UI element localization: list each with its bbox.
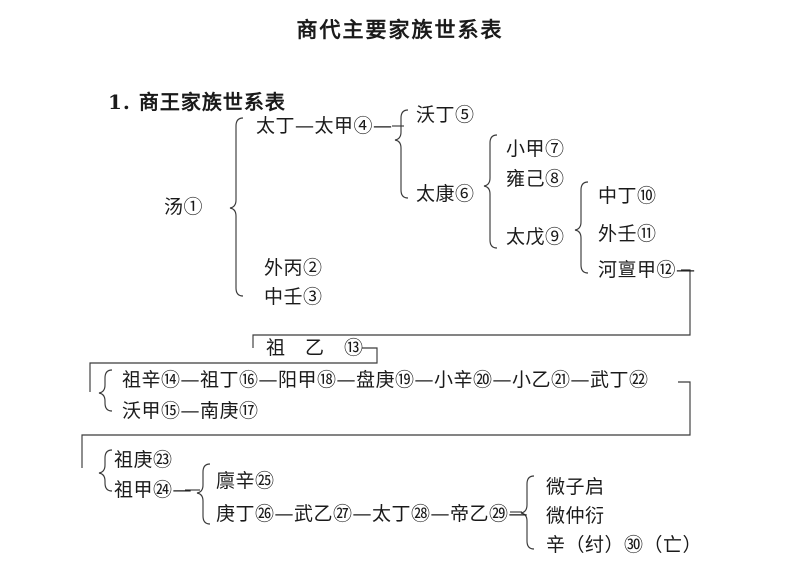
- node-taikang: 太康⑥: [416, 183, 475, 205]
- node-zugeng: 祖庚㉓: [114, 449, 173, 471]
- section-title: 1. 商王家族世系表: [108, 90, 286, 114]
- node-wojia-line: 沃甲⑮—南庚⑰: [122, 400, 259, 422]
- node-zhongding: 中丁⑩: [598, 185, 657, 207]
- node-zhongren: 中壬③: [264, 286, 323, 308]
- node-zuxin-line: 祖辛⑭—祖丁⑯—阳甲⑱—盘庚⑲—小辛⑳—小乙㉑—武丁㉒: [122, 369, 649, 391]
- node-weizhongyan: 微仲衍: [546, 505, 605, 527]
- node-woding: 沃丁⑤: [416, 104, 475, 126]
- node-zujia: 祖甲㉔—: [114, 479, 193, 501]
- node-hedanjia: 河亶甲⑫—: [598, 259, 696, 281]
- node-tang: 汤①: [164, 196, 204, 218]
- node-xiaojia: 小甲⑦: [506, 138, 565, 160]
- node-wairen: 外壬⑪: [598, 223, 657, 245]
- node-zuyi: 祖 乙 ⑬: [266, 337, 364, 359]
- node-weiziqi: 微子启: [546, 476, 605, 498]
- node-xinzhou: 辛（纣）㉚（亡）: [546, 534, 703, 556]
- node-linxin: 廪辛㉕: [216, 470, 275, 492]
- node-taiwu: 太戊⑨: [506, 226, 565, 248]
- page-title: 商代主要家族世系表: [296, 17, 504, 42]
- node-taiding-taijia: 太丁—太甲④—: [256, 115, 393, 137]
- node-gengding-line: 庚丁㉖—武乙㉗—太丁㉘—帝乙㉙—: [216, 503, 529, 525]
- node-waibing: 外丙②: [264, 257, 323, 279]
- node-yongji: 雍己⑧: [506, 168, 565, 190]
